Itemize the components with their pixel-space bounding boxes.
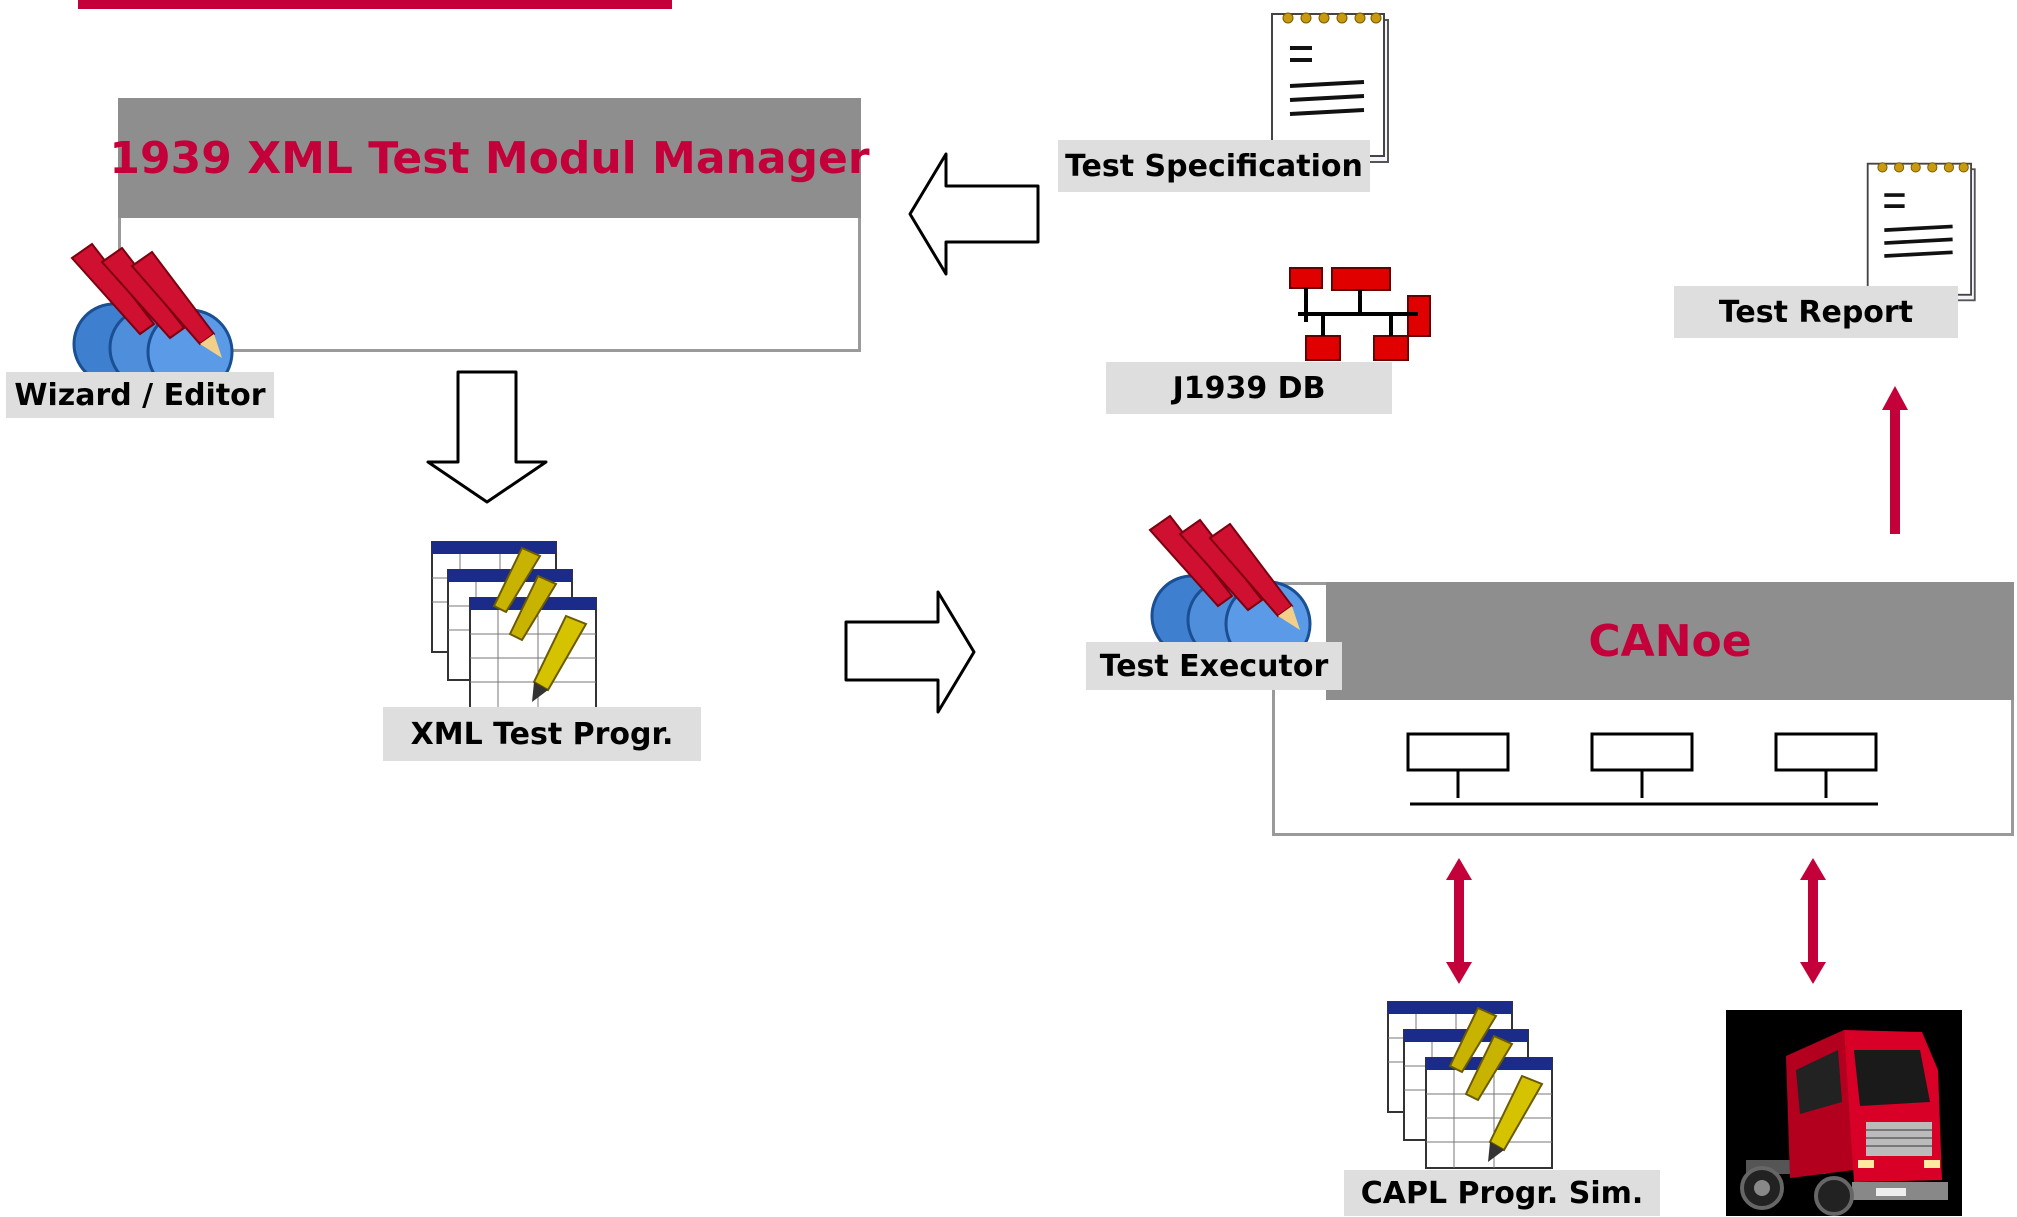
test-report-label: Test Report	[1674, 286, 1958, 338]
spreadsheet-stack-icon	[1387, 1001, 1553, 1169]
arrow-right-icon	[844, 590, 976, 714]
wizard-editor-label: Wizard / Editor	[6, 372, 274, 418]
test-specification-label: Test Specification	[1058, 140, 1370, 192]
truck-photo	[1726, 1010, 1962, 1216]
capl-progr-sim-label: CAPL Progr. Sim.	[1344, 1170, 1660, 1216]
arrow-up-icon	[1882, 386, 1908, 534]
arrow-down-icon	[426, 370, 548, 504]
notepad-icon	[1271, 12, 1389, 163]
arrow-left-icon	[908, 152, 1040, 276]
wizard-icon	[70, 242, 234, 396]
wizard-icon	[1148, 514, 1312, 668]
test-executor-label: Test Executor	[1086, 642, 1342, 690]
manager-title: 1939 XML Test Modul Manager	[109, 98, 870, 218]
xml-test-progr-label: XML Test Progr.	[383, 707, 701, 761]
notepad-icon	[1866, 162, 1976, 302]
j1939-db-label: J1939 DB	[1106, 362, 1392, 414]
canoe-title: CANoe	[1326, 582, 2014, 700]
spreadsheet-stack-icon	[431, 541, 597, 709]
network-db-icon	[1289, 267, 1431, 361]
double-arrow-icon	[1446, 858, 1472, 984]
top-accent-bar	[78, 0, 672, 9]
bus-diagram	[1406, 732, 1878, 806]
double-arrow-icon	[1800, 858, 1826, 984]
